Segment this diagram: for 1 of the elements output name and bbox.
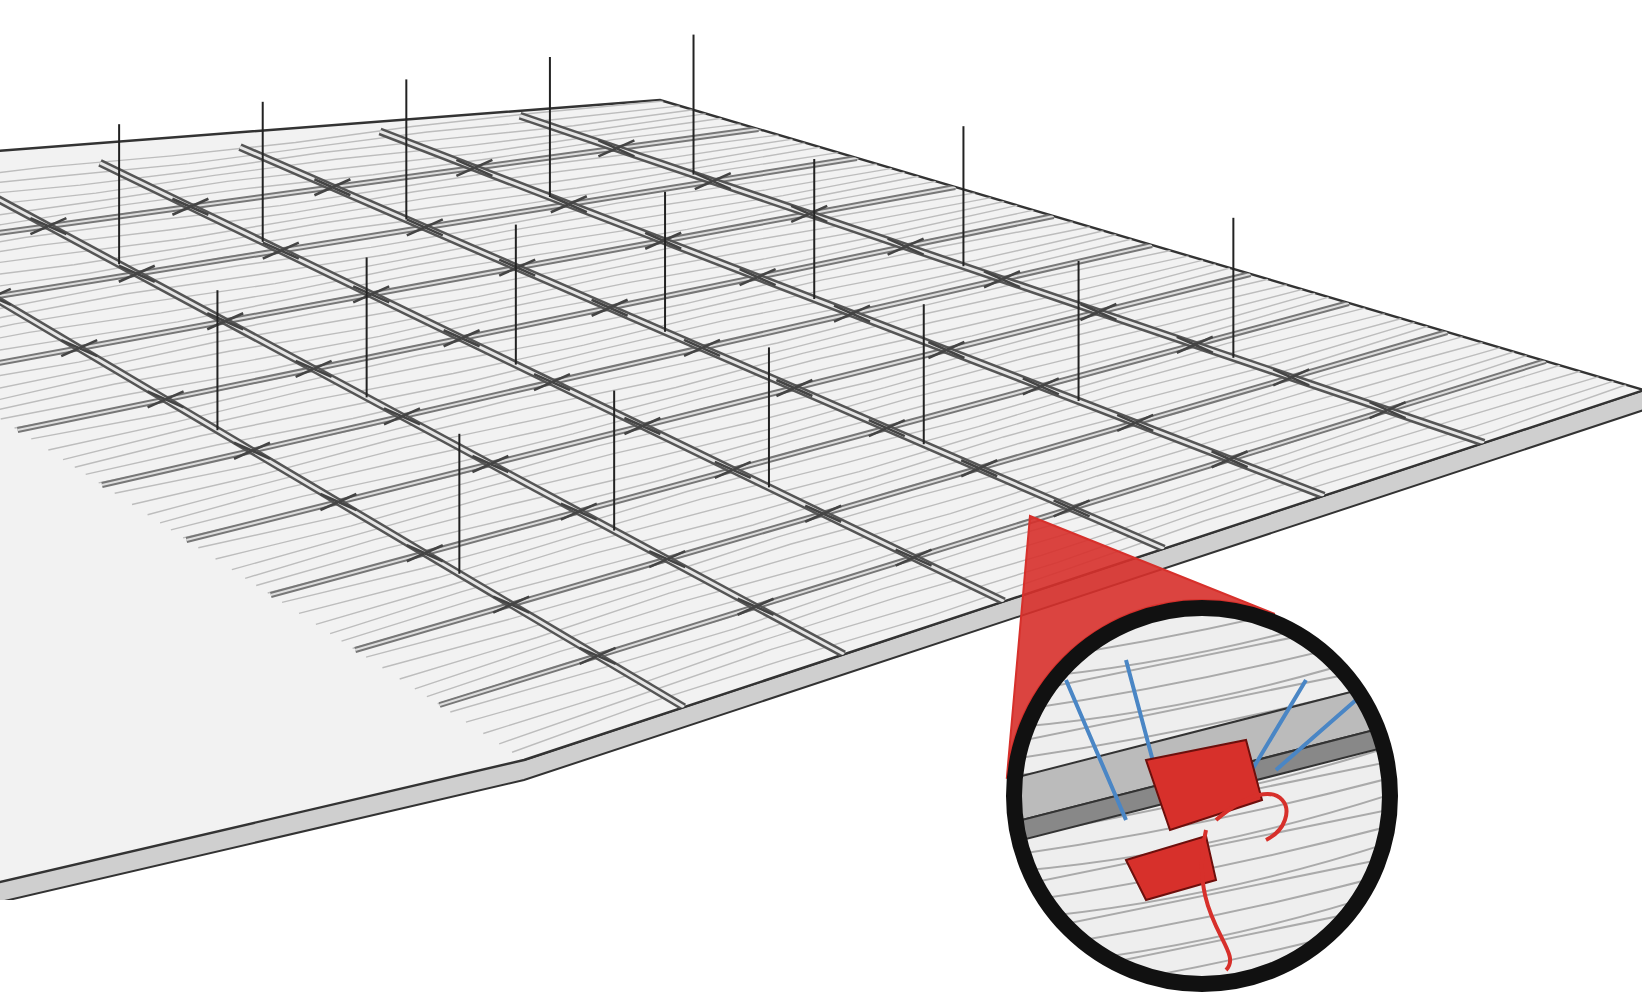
magnifier-callout bbox=[1005, 515, 1276, 780]
